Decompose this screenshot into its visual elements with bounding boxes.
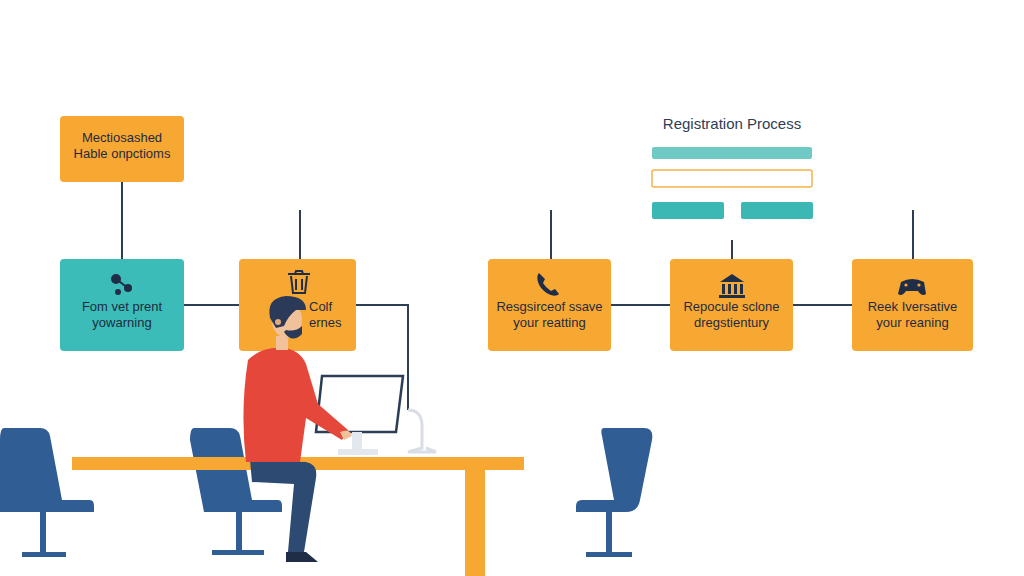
process-box: Resgsirceof ssave your reatting xyxy=(488,259,611,351)
form-heading: Registration Process xyxy=(663,115,801,132)
box-label: Resgsirceof ssave your reatting xyxy=(488,299,611,331)
process-box: Repocule sclone dregstientury xyxy=(670,259,793,351)
box-label: Repocule sclone dregstientury xyxy=(670,299,793,331)
process-box: Mectiosashed Hable onpctioms xyxy=(60,116,184,182)
phone-icon xyxy=(537,273,559,296)
computer-monitor xyxy=(316,376,436,455)
gamepad-icon xyxy=(898,279,926,295)
registration-form xyxy=(652,147,813,219)
trash-icon xyxy=(288,271,310,293)
node-icons xyxy=(111,271,926,298)
desk xyxy=(72,457,524,576)
process-box: Reek Iversative your reaning xyxy=(852,259,973,351)
connector-line xyxy=(184,304,239,306)
connector-line xyxy=(121,182,123,259)
person-figure xyxy=(243,296,352,562)
box-label: Colf ernes xyxy=(239,299,356,331)
bank-icon xyxy=(719,274,745,298)
process-box: Fom vet prent yowarning xyxy=(60,259,184,351)
connector-line xyxy=(793,304,852,306)
box-label: Fom vet prent yowarning xyxy=(60,299,184,331)
box-label: Mectiosashed Hable onpctioms xyxy=(60,130,184,162)
office-chairs xyxy=(0,428,652,557)
connector-line xyxy=(611,304,670,306)
box-label: Reek Iversative your reaning xyxy=(852,299,973,331)
share-icon xyxy=(111,274,132,295)
